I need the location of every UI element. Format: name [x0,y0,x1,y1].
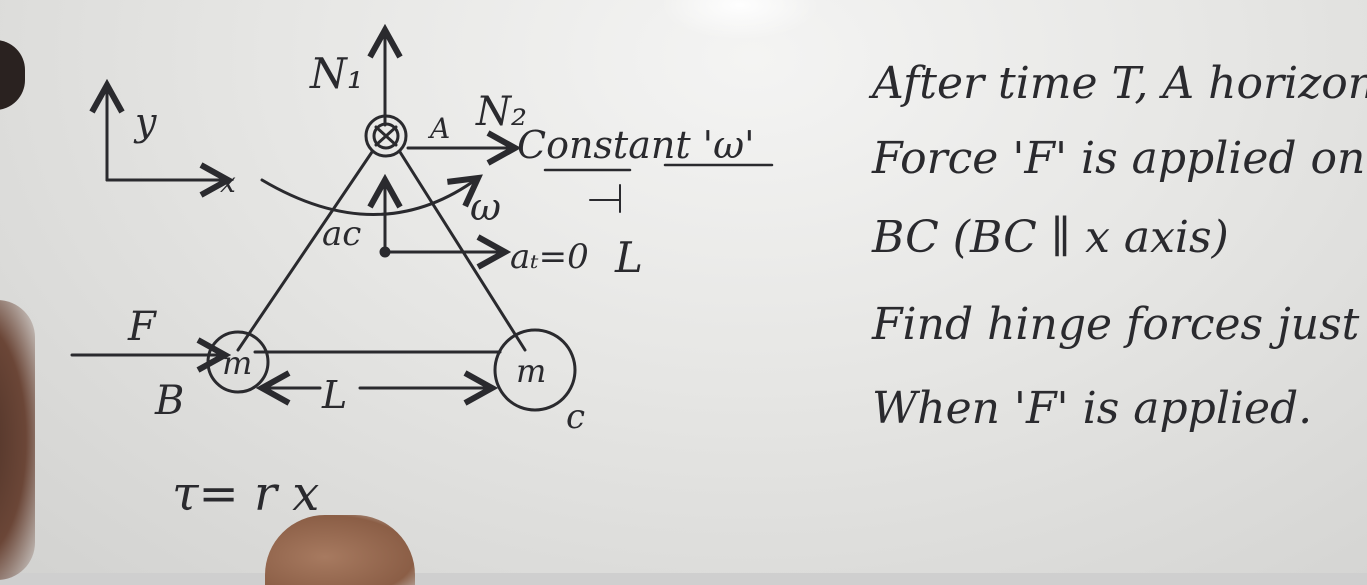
note-line-1: After time T, A horizontal [872,58,1367,109]
label-point-b: B [154,378,184,424]
physics-diagram: y x N₁ A N₂ Constant 'ω' ω ac aₜ=0 L F m… [70,0,774,522]
label-omega: ω [470,185,501,229]
hinge-a-outer [364,114,408,158]
whiteboard [0,0,1367,573]
label-length-bc: L [321,373,347,417]
light-glare [660,0,820,40]
note-line-2: Force 'F' is applied on [872,133,1366,184]
label-mass-c: m [516,352,546,390]
person-shoulder [0,300,35,580]
note-line-4: Find hinge forces just [872,299,1360,350]
label-point-c: c [566,397,585,437]
note-line-3: BC (BC ∥ x axis) [872,212,1229,263]
note-line-5: When 'F' is applied. [872,383,1313,434]
hinge-a-inner [372,122,400,150]
label-at: aₜ=0 [510,237,589,277]
label-constant-omega: Constant 'ω' [517,123,755,167]
label-length-right: L [614,233,643,282]
label-torque-equation: τ= r x [172,466,319,522]
underline-constant [543,163,774,172]
mass-c-circle [493,328,577,412]
label-n2: N₂ [475,89,527,135]
hinge-a-cross [374,125,398,147]
omega-curve [260,178,478,216]
label-y-axis: y [133,100,157,144]
label-mass-b: m [222,344,252,382]
label-force-f: F [127,304,157,350]
label-x-axis: x [220,166,236,199]
rod-ab [236,150,374,352]
label-n1: N₁ [309,49,364,98]
label-point-a: A [427,112,450,145]
length-dim-mark [589,184,621,213]
label-ac: ac [322,214,361,254]
